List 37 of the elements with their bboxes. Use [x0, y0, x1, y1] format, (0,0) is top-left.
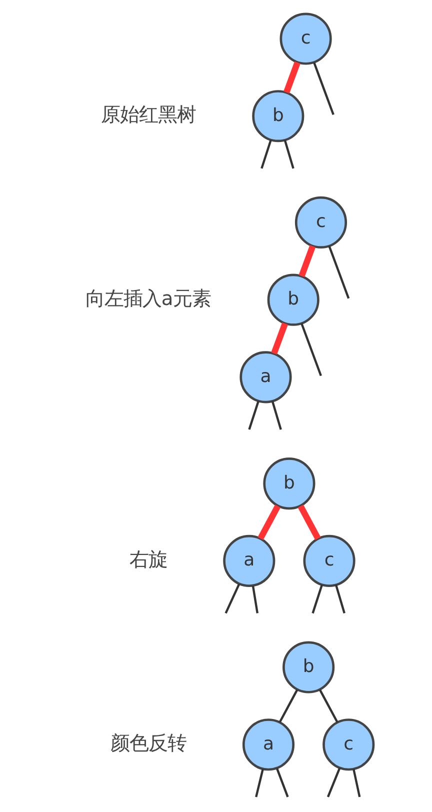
connector [352, 768, 361, 798]
node-circle: a [242, 718, 295, 771]
connector [334, 584, 346, 614]
connector [271, 322, 288, 355]
node-circle: a [223, 534, 276, 587]
connector [271, 400, 282, 430]
node-circle: b [282, 641, 335, 694]
connector [276, 768, 289, 798]
node-circle: c [303, 534, 356, 587]
connector [328, 246, 350, 299]
node-circle: b [267, 274, 320, 326]
connector [255, 768, 264, 798]
connector [252, 586, 258, 614]
connector [298, 245, 316, 278]
connector [284, 61, 300, 94]
label: 颜色反转 [110, 732, 186, 755]
connector [313, 62, 334, 116]
connector [318, 689, 338, 723]
connector [284, 140, 294, 169]
connector [312, 584, 323, 614]
connector [300, 323, 322, 376]
node-circle: a [240, 351, 292, 404]
connector [298, 504, 321, 540]
connector [278, 689, 298, 723]
connector [224, 584, 240, 614]
label: 向左插入a元素 [85, 286, 212, 310]
connector [248, 400, 260, 430]
node-circle: c [294, 196, 348, 249]
node-circle: b [263, 458, 316, 510]
connector [326, 768, 341, 798]
connector [260, 140, 272, 169]
connector [258, 504, 281, 540]
node-circle: c [322, 718, 375, 771]
node-circle: c [280, 12, 332, 65]
node-circle: b [252, 90, 304, 142]
label: 右旋 [129, 548, 168, 572]
label: 原始红黑树 [100, 103, 196, 126]
